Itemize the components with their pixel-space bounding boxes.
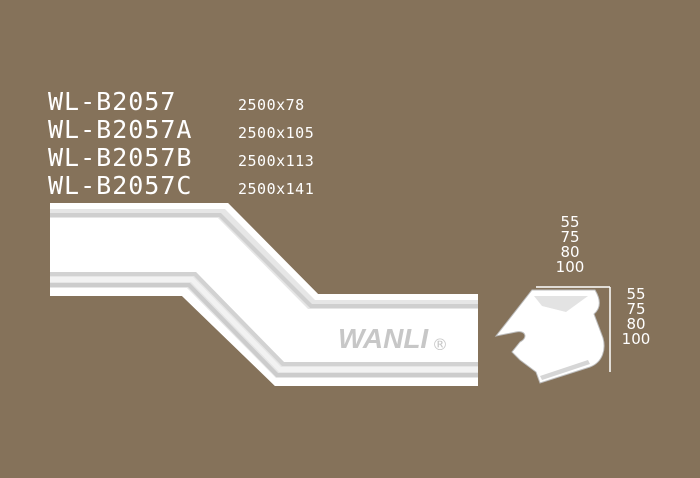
molding-strip [50,203,478,386]
model-row: WL-B2057A 2500x105 [48,116,314,144]
model-code: WL-B2057 [48,87,177,116]
width-value: 75 [560,228,580,246]
brand-watermark: WANLI [338,323,429,354]
model-size: 2500x105 [238,124,315,142]
width-value: 100 [555,258,585,276]
height-value: 100 [621,330,651,348]
model-row: WL-B2057B 2500x113 [48,144,314,172]
model-size: 2500x113 [238,152,315,170]
model-row: WL-B2057C 2500x141 [48,172,314,200]
height-value: 55 [626,285,646,303]
height-dimensions: 55 75 80 100 [616,287,656,347]
height-value: 75 [626,300,646,318]
model-code: WL-B2057B [48,143,193,172]
model-size: 2500x141 [238,180,315,198]
model-list: WL-B2057 2500x78 WL-B2057A 2500x105 WL-B… [48,88,314,200]
model-row: WL-B2057 2500x78 [48,88,314,116]
width-dimensions: 55 75 80 100 [553,215,587,275]
model-size: 2500x78 [238,96,305,114]
registered-mark: ® [432,335,448,354]
model-code: WL-B2057C [48,171,193,200]
height-value: 80 [626,315,646,333]
profile-section [494,289,605,384]
width-value: 80 [560,243,580,261]
model-code: WL-B2057A [48,115,193,144]
width-value: 55 [560,213,580,231]
